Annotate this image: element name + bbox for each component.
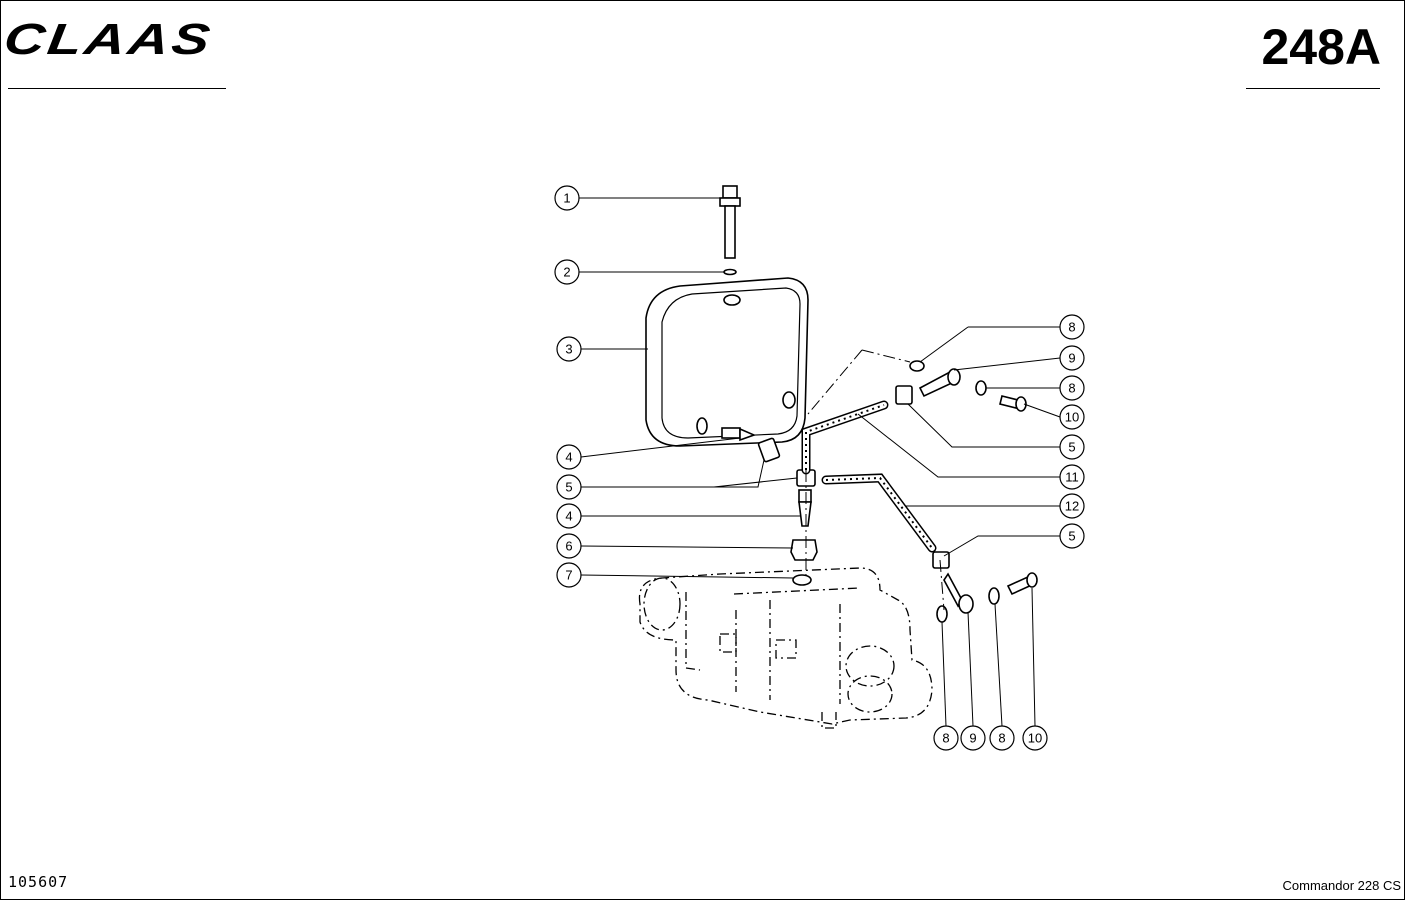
- callout-5-lower-right-label: 5: [1068, 529, 1075, 544]
- part-9-upper-banjo: [918, 368, 961, 398]
- callout-5-left-label: 5: [565, 480, 572, 495]
- part-7-washer: [792, 574, 812, 586]
- callout-7: 7: [556, 562, 582, 588]
- callout-2-label: 2: [563, 265, 570, 280]
- callout-7-label: 7: [565, 568, 572, 583]
- callout-8-lower-b: 8: [989, 725, 1015, 751]
- callout-8-upper-b-label: 8: [1068, 381, 1075, 396]
- callout-9-upper-label: 9: [1068, 351, 1075, 366]
- callout-4-upper: 4: [556, 444, 582, 470]
- callout-6: 6: [556, 533, 582, 559]
- callout-8-upper-b: 8: [1059, 375, 1085, 401]
- callout-1: 1: [554, 185, 580, 211]
- callout-9-lower: 9: [960, 725, 986, 751]
- part-4-lower-union: [798, 489, 812, 527]
- page-number-rule: [1246, 88, 1380, 89]
- callout-3-label: 3: [565, 342, 572, 357]
- callout-5-upper-right: 5: [1059, 434, 1085, 460]
- callout-10-lower: 10: [1022, 725, 1048, 751]
- callout-11-label: 11: [1065, 470, 1079, 485]
- callout-3: 3: [556, 336, 582, 362]
- model-label: Commandor 228 CS: [1282, 878, 1402, 893]
- part-8-upper-washer-left: [909, 360, 925, 372]
- callout-6-label: 6: [565, 539, 572, 554]
- part-1-breather-pipe: [719, 185, 741, 259]
- assembly-centerline-lower: [939, 559, 945, 611]
- callout-4-upper-label: 4: [565, 450, 572, 465]
- part-9-lower-banjo: [943, 572, 974, 614]
- part-10-lower-bolt: [1006, 572, 1038, 596]
- callout-4-lower-label: 4: [565, 509, 572, 524]
- callout-8-lower-a-label: 8: [942, 731, 949, 746]
- part-6-adapter: [790, 539, 818, 561]
- callout-12: 12: [1059, 493, 1085, 519]
- callout-10-lower-label: 10: [1028, 731, 1042, 746]
- callout-8-upper-a: 8: [1059, 314, 1085, 340]
- callout-8-lower-a: 8: [933, 725, 959, 751]
- callout-4-lower: 4: [556, 503, 582, 529]
- part-3-oil-tank: [645, 277, 809, 447]
- callout-11: 11: [1059, 464, 1085, 490]
- callout-1-label: 1: [563, 191, 570, 206]
- leader-lines: [579, 197, 1061, 727]
- callout-10-upper-label: 10: [1065, 410, 1079, 425]
- part-4-upper-union: [721, 427, 757, 442]
- part-5-upper-nut: [757, 437, 781, 463]
- callout-8-lower-b-label: 8: [998, 731, 1005, 746]
- callout-10-upper: 10: [1059, 404, 1085, 430]
- part-2-o-ring: [723, 268, 737, 276]
- callout-2: 2: [554, 259, 580, 285]
- part-12-pipe: [821, 473, 937, 553]
- callout-5-upper-right-label: 5: [1068, 440, 1075, 455]
- part-5-upper-right-nut: [895, 385, 913, 405]
- callout-9-upper: 9: [1059, 345, 1085, 371]
- page-number: 248A: [1261, 19, 1381, 75]
- hydraulic-pump-phantom: [638, 567, 933, 729]
- part-11-pipe: [801, 400, 889, 475]
- part-8-lower-washer-right: [988, 587, 1000, 605]
- assembly-centerline-tank: [807, 349, 863, 415]
- callout-9-lower-label: 9: [969, 731, 976, 746]
- callout-5-left: 5: [556, 474, 582, 500]
- callout-12-label: 12: [1065, 499, 1079, 514]
- part-8-upper-washer-right: [975, 380, 987, 396]
- part-8-lower-washer-left: [936, 605, 948, 623]
- logo-rule: [8, 88, 226, 89]
- drawing-number: 105607: [8, 873, 69, 891]
- callout-8-upper-a-label: 8: [1068, 320, 1075, 335]
- callout-5-lower-right: 5: [1059, 523, 1085, 549]
- assembly-centerline-top: [861, 349, 911, 363]
- part-10-upper-bolt: [999, 395, 1027, 412]
